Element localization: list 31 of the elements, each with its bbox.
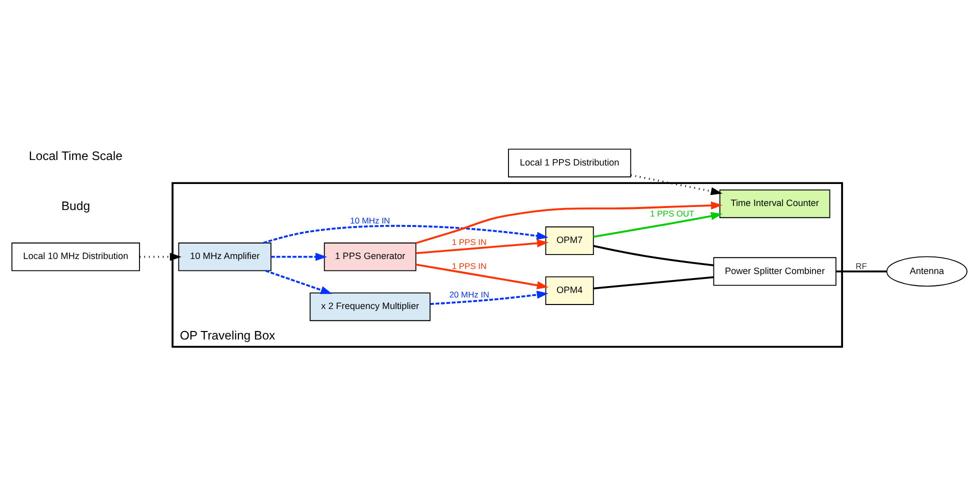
node-box: 1 PPS Generator	[324, 242, 416, 272]
node-box: x 2 Frequency Multiplier	[310, 292, 431, 322]
arrow	[265, 270, 332, 294]
node-ellipse: Antenna	[886, 256, 968, 287]
edge-label: 1 PPS OUT	[650, 208, 694, 219]
connector	[593, 276, 714, 290]
edge-label: 10 MHz IN	[350, 216, 390, 226]
label: Budg	[61, 198, 90, 213]
arrow	[271, 252, 328, 261]
node-box: OPM7	[545, 226, 594, 255]
node-box: Local 1 PPS Distribution	[508, 148, 632, 178]
node-box: Time Interval Counter	[719, 190, 830, 218]
node-box: OPM4	[545, 276, 594, 305]
edge-label: RF	[856, 260, 867, 271]
arrow	[416, 239, 549, 254]
arrow	[630, 174, 722, 196]
arrow	[140, 252, 182, 261]
node-box: 10 MHz Amplifier	[178, 242, 272, 272]
arrow	[416, 264, 549, 290]
arrow	[263, 224, 548, 244]
edge-label: 1 PPS IN	[452, 237, 487, 248]
arrow	[593, 212, 723, 238]
connector	[593, 245, 714, 266]
arrow	[430, 290, 548, 305]
node-box: Power Splitter Combiner	[713, 257, 836, 286]
edge-label: 1 PPS IN	[452, 260, 487, 271]
node-box: Local 10 MHz Distribution	[11, 242, 140, 272]
label: Local Time Scale	[28, 148, 122, 163]
connector	[836, 270, 886, 272]
edge-label: 20 MHz IN	[449, 289, 490, 300]
arrow	[416, 201, 723, 244]
